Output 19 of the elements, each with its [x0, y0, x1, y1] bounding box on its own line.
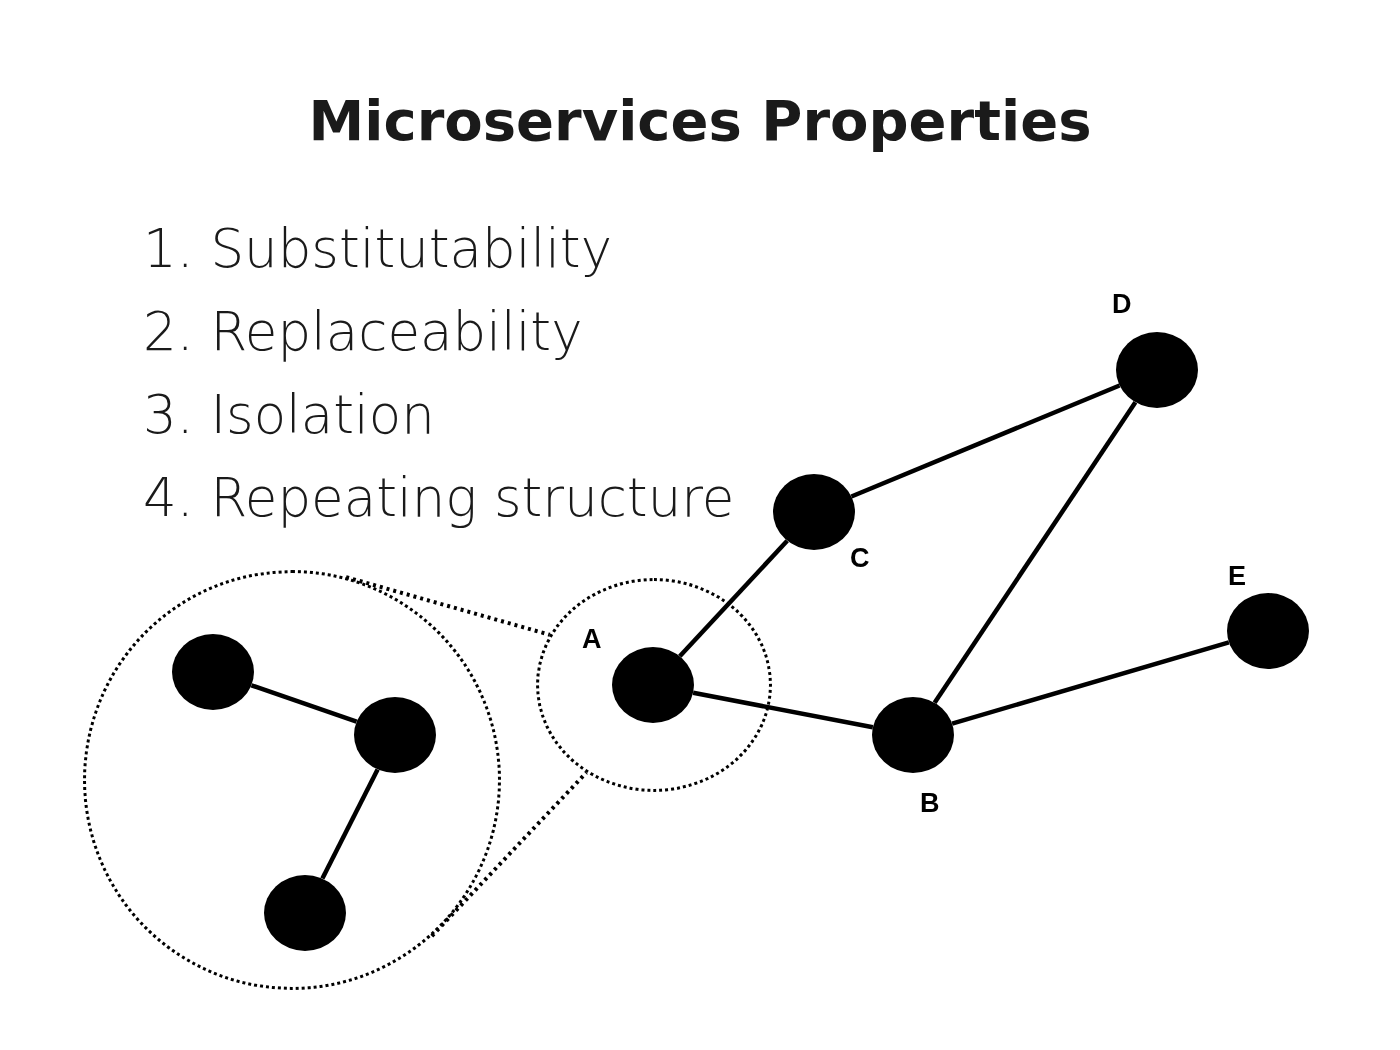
node-letter: B: [920, 790, 940, 817]
connector-line: [692, 690, 874, 730]
node-letter: E: [1228, 563, 1246, 590]
connector-line: [951, 640, 1230, 726]
dotted-circle-outline: [83, 570, 501, 990]
connector-line: [850, 383, 1121, 499]
node-letter: D: [1112, 291, 1132, 318]
title: Microservices Properties: [307, 88, 1093, 153]
node-letter: C: [850, 545, 870, 572]
dotted-circle-outline: [536, 578, 772, 792]
dotted-connector-line: [430, 771, 588, 938]
list-item: 1. Substitutability: [143, 222, 612, 275]
connector-line: [250, 683, 358, 724]
node-letter: A: [582, 626, 602, 653]
dotted-connector-line: [345, 575, 551, 637]
connector-line: [932, 401, 1138, 704]
list-item: 3. Isolation: [143, 388, 435, 441]
connector-line: [320, 768, 380, 880]
connector-line: [678, 539, 789, 658]
